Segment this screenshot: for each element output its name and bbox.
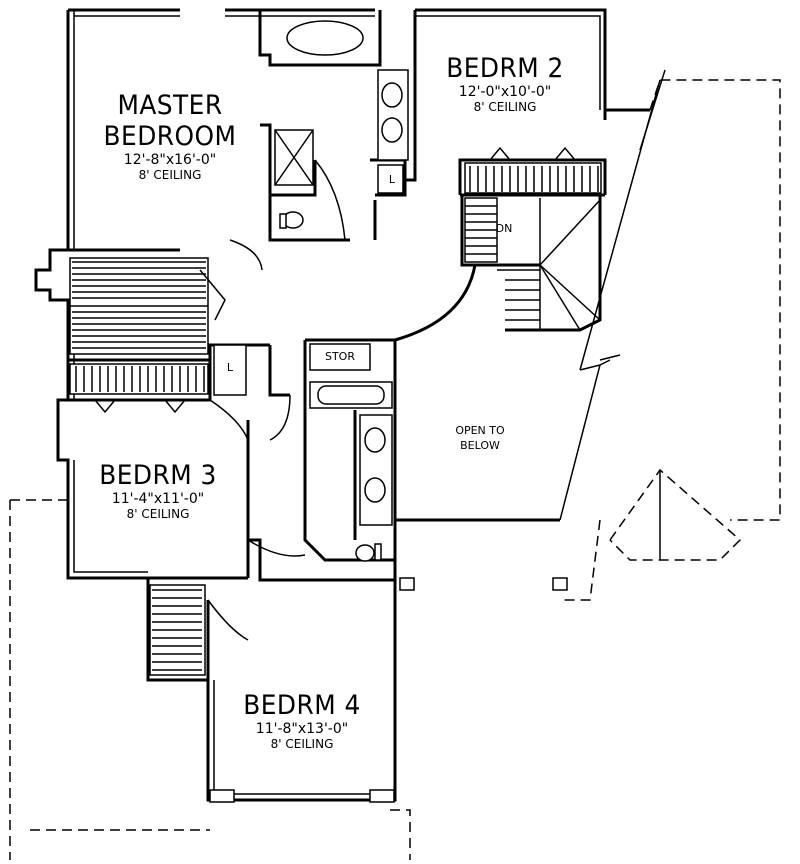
dn-label: DN: [495, 222, 513, 235]
master-bedroom-label: MASTER BEDROOM 12'-8"x16'-0" 8' CEILING: [95, 92, 245, 181]
exterior-walls: [34, 8, 650, 803]
stair-treads: [464, 197, 601, 331]
bedrm3-name: BEDRM 3: [99, 460, 217, 491]
bedrm2-size: 12'-0"x10'-0": [458, 84, 552, 100]
door-swings: [94, 146, 576, 641]
bedrm4-size: 11'-8"x13'-0": [255, 721, 349, 737]
bedrm4-ceiling: 8' CEILING: [270, 737, 334, 751]
bedrm3-label: BEDRM 3 11'-4"x11'-0" 8' CEILING: [78, 462, 238, 520]
bedrm2-ceiling: 8' CEILING: [473, 100, 537, 114]
master-name-line1: MASTER: [117, 90, 223, 121]
linen-label-hall: L: [226, 361, 234, 374]
bedrm4-label: BEDRM 4 11'-8"x13'-0" 8' CEILING: [222, 692, 382, 750]
bedrm2-name: BEDRM 2: [446, 53, 564, 84]
fixtures: [69, 20, 602, 676]
linen-label-bath: L: [388, 173, 396, 186]
bedrm4-name: BEDRM 4: [243, 690, 361, 721]
interior-walls: [68, 10, 607, 680]
bedrm2-label: BEDRM 2 12'-0"x10'-0" 8' CEILING: [425, 55, 585, 113]
bedrm3-ceiling: 8' CEILING: [126, 507, 190, 521]
master-ceiling: 8' CEILING: [138, 168, 202, 182]
stor-label: STOR: [324, 350, 355, 363]
master-name-line2: BEDROOM: [103, 121, 237, 152]
closet-hatching: [72, 166, 599, 671]
master-size: 12'-8"x16'-0": [123, 152, 217, 168]
open-line1: OPEN TO: [455, 424, 505, 437]
open-line2: BELOW: [460, 439, 500, 452]
exterior-roof-dashed: [9, 69, 781, 860]
bedrm3-size: 11'-4"x11'-0": [111, 491, 205, 507]
open-to-below-label: OPEN TO BELOW: [440, 425, 520, 451]
